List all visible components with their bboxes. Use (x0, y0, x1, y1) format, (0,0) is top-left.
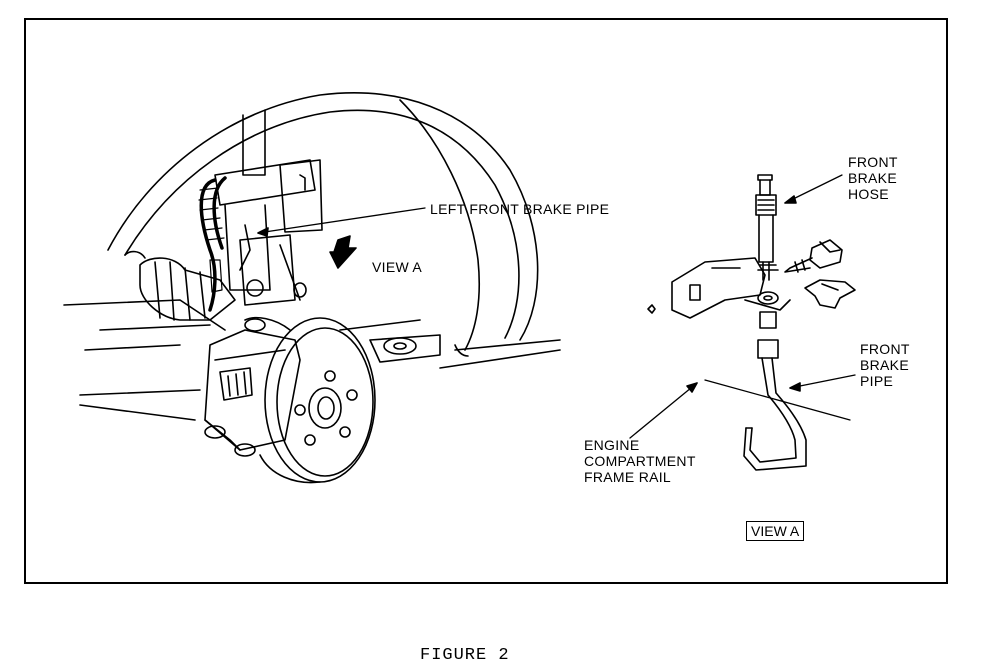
label-line: FRONT (848, 154, 898, 170)
detail-clip (804, 279, 856, 309)
label-line: HOSE (848, 186, 889, 202)
label-line: ENGINE (584, 437, 640, 453)
label-line: PIPE (860, 373, 894, 389)
label-engine-compartment-frame-rail: ENGINE COMPARTMENT FRAME RAIL (584, 437, 696, 485)
leader-frame-rail (629, 382, 698, 439)
cv-axle (124, 250, 236, 321)
label-line: BRAKE (848, 170, 897, 186)
label-front-brake-hose: FRONT BRAKE HOSE (848, 154, 898, 202)
figure-caption: FIGURE 2 (420, 646, 510, 665)
wheel-well (107, 92, 561, 369)
detail-brake-hose (755, 174, 779, 281)
crossmember (63, 299, 441, 421)
label-left-front-brake-pipe: LEFT FRONT BRAKE PIPE (430, 201, 610, 217)
leader-left-front-brake-pipe (257, 207, 426, 234)
detail-brake-pipe (743, 357, 807, 471)
view-a-arrow (329, 235, 357, 269)
frame-rail-line (704, 379, 851, 421)
brake-pipe-body (239, 174, 306, 271)
label-line: COMPARTMENT (584, 453, 696, 469)
label-line: FRONT (860, 341, 910, 357)
label-line: BRAKE (860, 357, 909, 373)
strut (214, 109, 323, 306)
label-front-brake-pipe: FRONT BRAKE PIPE (860, 341, 910, 389)
figure-frame (24, 18, 948, 584)
brake-rotor (259, 317, 376, 484)
label-view-a-arrow: VIEW A (372, 259, 423, 275)
brake-caliper (204, 316, 301, 457)
label-line: FRAME RAIL (584, 469, 672, 485)
view-a-label-box: VIEW A (746, 521, 805, 541)
brake-hose-detail (198, 187, 225, 293)
detail-bracket (647, 257, 791, 319)
detail-bolt (784, 239, 843, 273)
detail-nut (757, 311, 779, 359)
leader-front-brake-pipe (789, 374, 856, 389)
